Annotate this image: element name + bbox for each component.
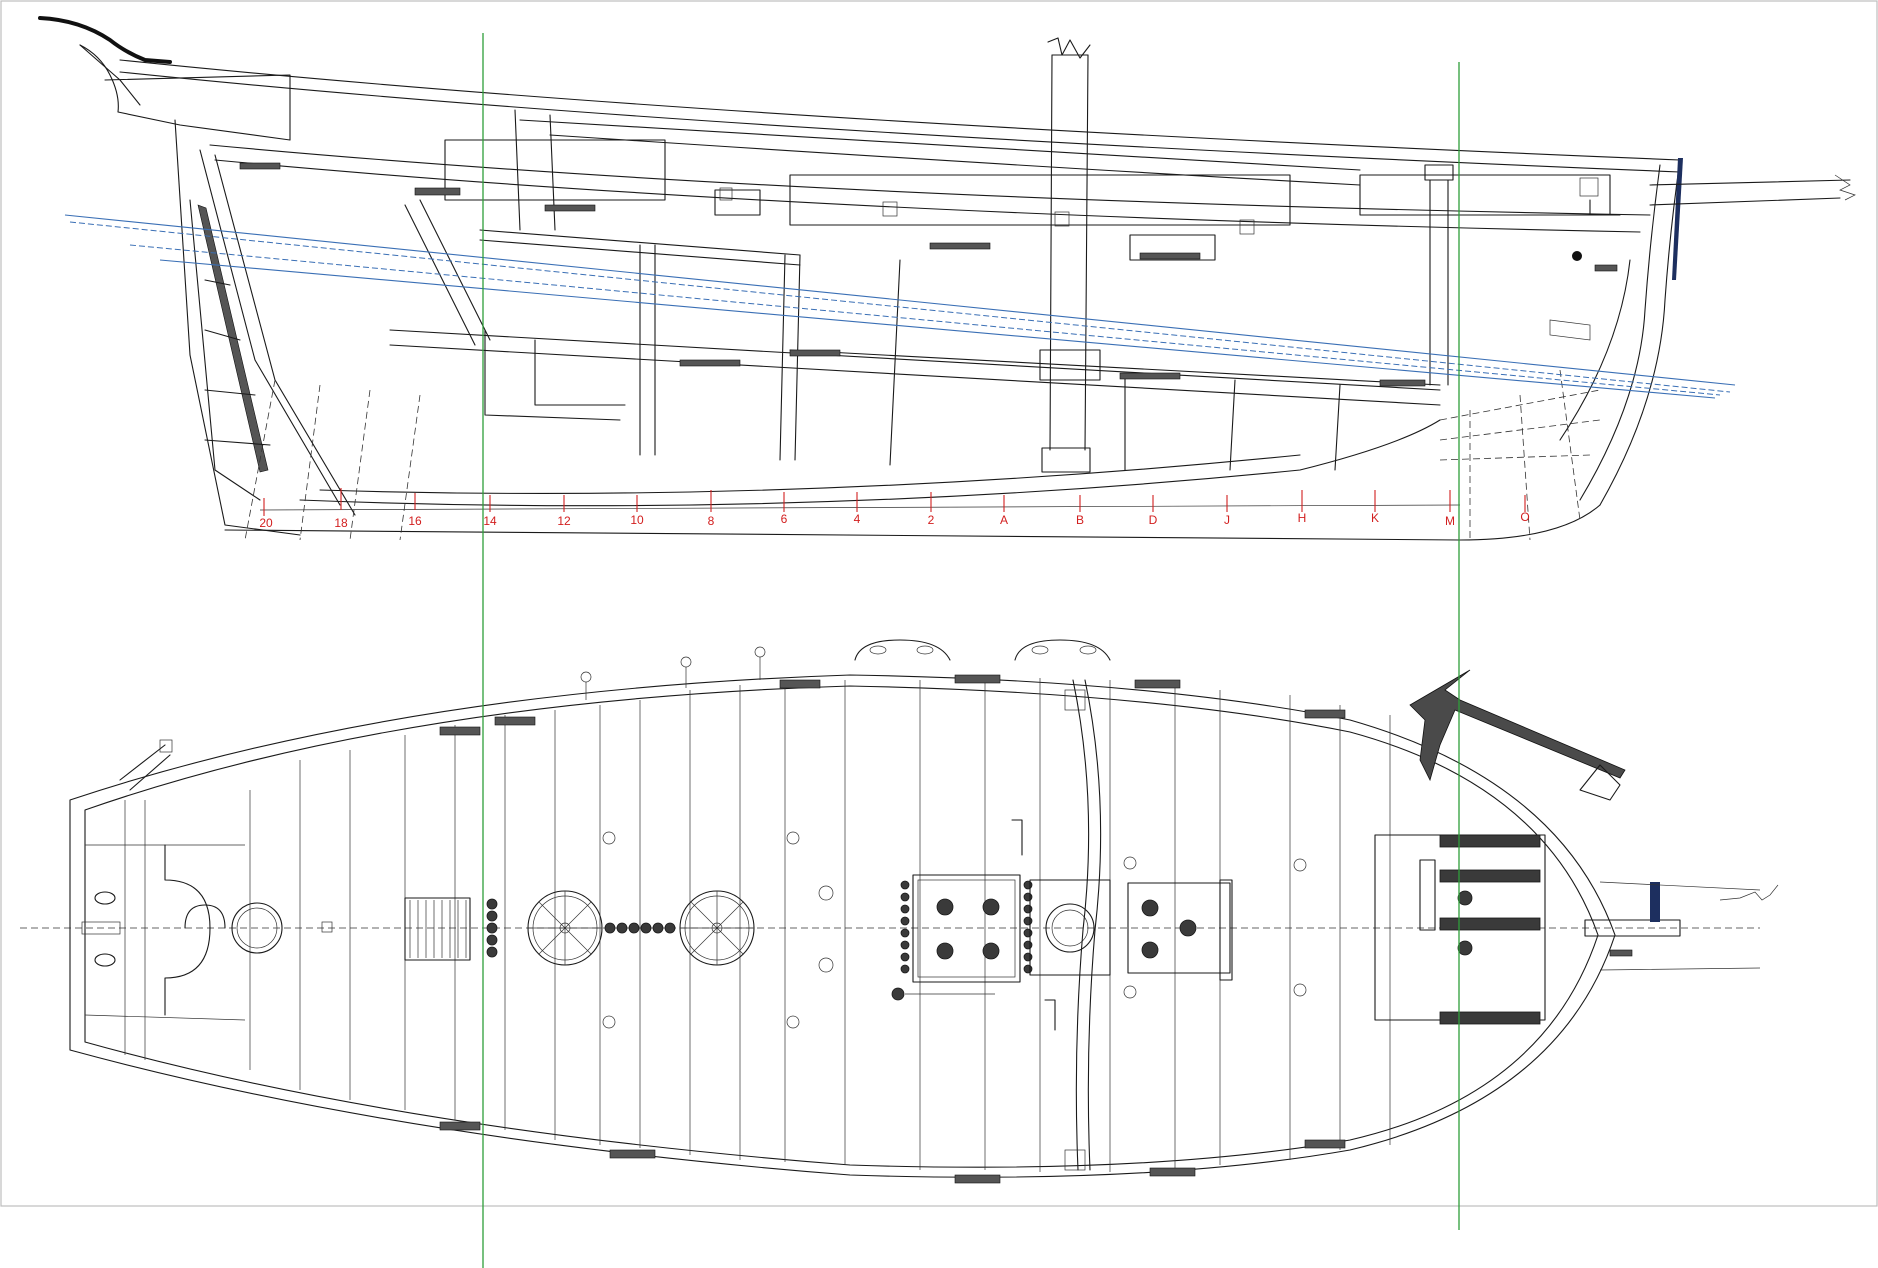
station-label: 14 bbox=[483, 514, 497, 528]
waterline bbox=[64, 214, 1736, 386]
ship-wheel-icon bbox=[527, 890, 603, 966]
station-label: 20 bbox=[259, 516, 273, 530]
station-label: A bbox=[1000, 513, 1008, 527]
bird-sketch-icon bbox=[1719, 884, 1779, 901]
profile-view: 20 18 16 14 12 10 8 6 4 2 A B D J H K M … bbox=[38, 16, 1856, 541]
main-hatch bbox=[912, 874, 1021, 983]
hull-outline bbox=[69, 674, 1616, 1178]
keel-line bbox=[224, 504, 1601, 541]
stern-post bbox=[174, 119, 301, 536]
station-label: 6 bbox=[781, 512, 788, 526]
station-label: K bbox=[1371, 511, 1379, 525]
plan-view bbox=[20, 639, 1779, 1184]
station-label: M bbox=[1445, 514, 1455, 528]
station-label: 16 bbox=[408, 514, 422, 528]
station-label: 4 bbox=[854, 512, 861, 526]
anchor-icon bbox=[1409, 669, 1626, 801]
station-label: B bbox=[1076, 513, 1084, 527]
mast-partner bbox=[1029, 879, 1111, 976]
station-label: 18 bbox=[334, 516, 348, 530]
stem bbox=[1599, 159, 1681, 506]
mast bbox=[1049, 54, 1089, 451]
station-marks: 20 18 16 14 12 10 8 6 4 2 A B D J H K M … bbox=[259, 488, 1530, 530]
station-label: J bbox=[1224, 513, 1230, 527]
fore-hatch bbox=[1127, 882, 1231, 974]
station-label: H bbox=[1298, 511, 1307, 525]
station-label: 2 bbox=[928, 513, 935, 527]
sheet-border bbox=[0, 0, 1878, 1207]
companionway bbox=[404, 897, 471, 961]
stern-ornament bbox=[38, 16, 172, 64]
station-label: 10 bbox=[630, 513, 644, 527]
station-label: D bbox=[1149, 513, 1158, 527]
station-label: O bbox=[1520, 510, 1529, 524]
deck-planking bbox=[299, 678, 1391, 1172]
station-label: 8 bbox=[708, 514, 715, 528]
ship-wheel-icon bbox=[679, 890, 755, 966]
station-label: 12 bbox=[557, 514, 571, 528]
sheer-line bbox=[119, 59, 1681, 161]
